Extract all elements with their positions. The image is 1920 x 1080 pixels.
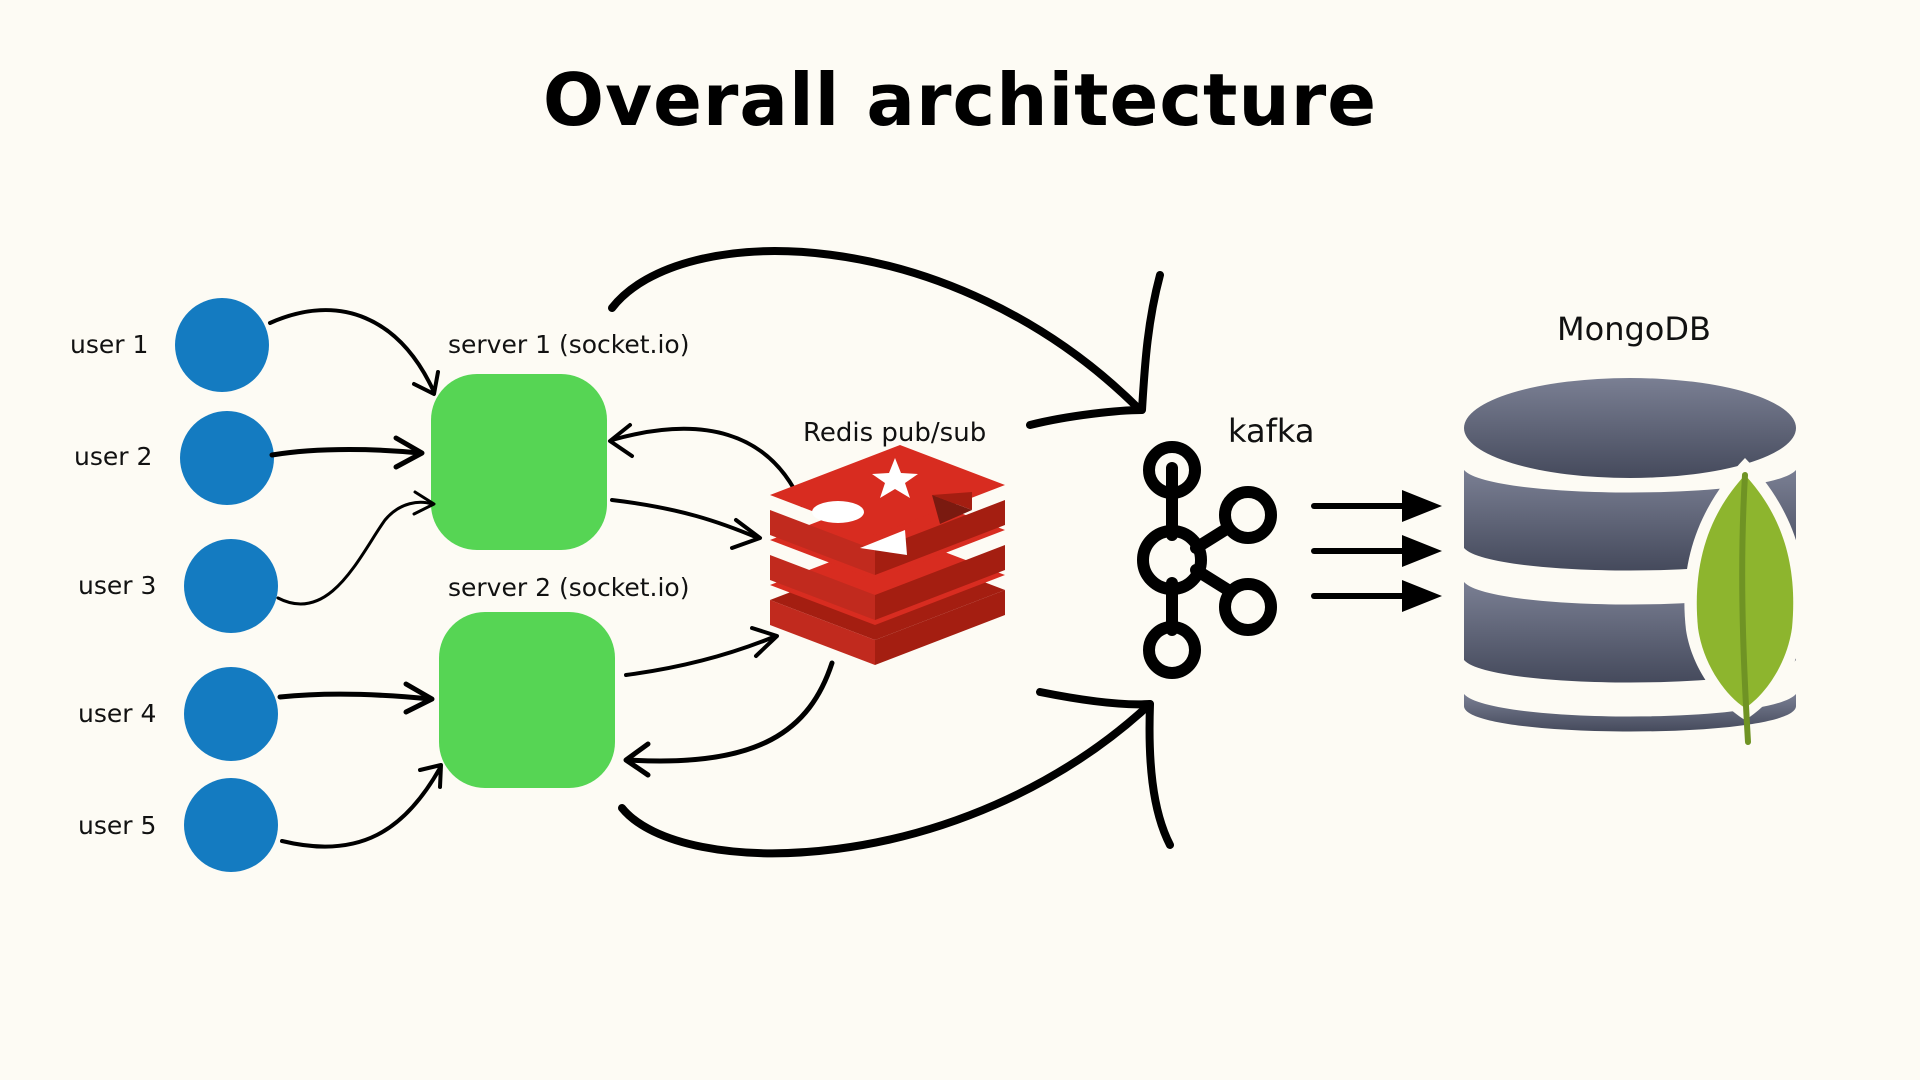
- user-node-3: [184, 539, 278, 633]
- arrow-redis-server2: [625, 660, 835, 764]
- arrow-user3-server1: [276, 500, 434, 606]
- server-node-1: [431, 374, 607, 550]
- user-label-2: user 2: [74, 442, 153, 471]
- arrow-user5-server2: [280, 766, 442, 849]
- kafka-label: kafka: [1228, 412, 1315, 450]
- page-title: Overall architecture: [542, 58, 1378, 142]
- user-node-1: [175, 298, 269, 392]
- server-label-1: server 1 (socket.io): [448, 330, 690, 359]
- user-node-2: [180, 411, 274, 505]
- arrow-redis-server1: [610, 426, 804, 507]
- user-label-3: user 3: [78, 571, 157, 600]
- arrow-redis-kafka: [1026, 271, 1164, 429]
- arrow-server1-redis: [610, 498, 760, 540]
- mongodb-leaf-icon: [1684, 458, 1806, 745]
- server-node-2: [439, 612, 615, 788]
- arrow-user1-server1: [268, 308, 436, 394]
- arrow-server2-redis: [624, 634, 778, 677]
- arrow-user2-server1: [269, 447, 423, 458]
- user-node-4: [184, 667, 278, 761]
- redis-label: Redis pub/sub: [803, 418, 987, 448]
- mongodb-label: MongoDB: [1557, 310, 1711, 348]
- user-node-5: [184, 778, 278, 872]
- arrow-redis-kafka-lower: [1036, 688, 1174, 849]
- arrow-user4-server2: [277, 691, 433, 702]
- user-label-4: user 4: [78, 699, 157, 728]
- user-label-5: user 5: [78, 811, 157, 840]
- arrow-server2-kafka: [618, 700, 1154, 858]
- user-label-1: user 1: [70, 330, 149, 359]
- server-label-2: server 2 (socket.io): [448, 573, 690, 602]
- arrow-server1-kafka: [608, 247, 1144, 414]
